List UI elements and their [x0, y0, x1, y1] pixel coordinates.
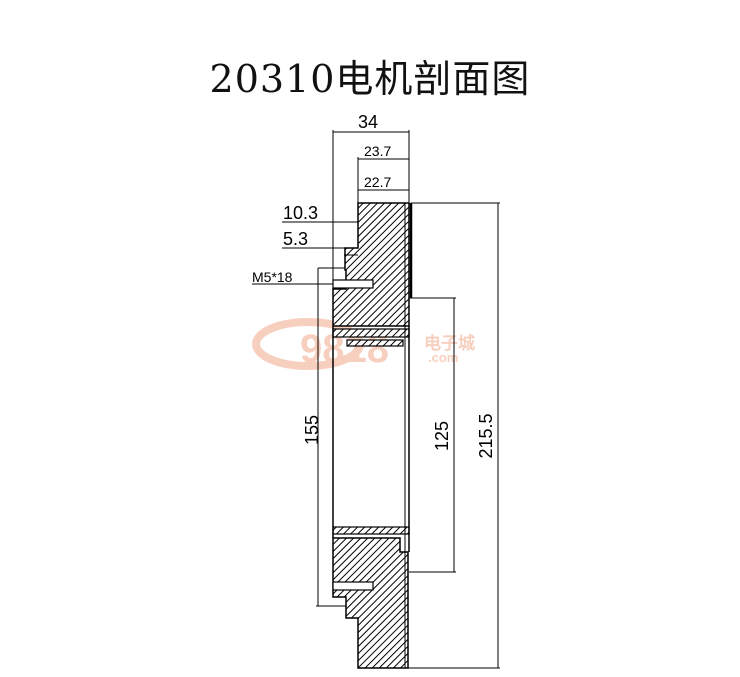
watermark-domain: .com	[428, 350, 458, 365]
lower-flange-block	[332, 537, 409, 669]
dim-height-125: 125	[432, 421, 452, 451]
dim-screw-m5: M5*18	[252, 269, 293, 285]
dim-step-5-3: 5.3	[283, 229, 308, 249]
dim-height-215-5: 215.5	[476, 413, 496, 458]
dim-155-lines	[316, 268, 346, 607]
dim-width-22-7: 22.7	[364, 174, 391, 190]
flange-section	[332, 202, 413, 669]
diagram-title: 20310电机剖面图	[209, 57, 531, 101]
upper-screw-slot	[332, 279, 374, 289]
watermark-cn: 电子城	[424, 333, 475, 353]
upper-rib	[332, 328, 410, 338]
top-dimensions	[332, 130, 410, 326]
dim-step-10-3: 10.3	[283, 203, 318, 223]
upper-flange-block	[332, 202, 410, 327]
dim-width-34: 34	[358, 112, 378, 132]
upper-rib-small	[346, 339, 404, 347]
dim-125-lines	[409, 297, 456, 573]
lower-screw-slot	[332, 581, 374, 591]
dim-height-155: 155	[302, 415, 322, 445]
lower-rib	[332, 526, 410, 535]
step-dimensions	[252, 221, 358, 285]
dim-width-23-7: 23.7	[364, 143, 391, 159]
dim-215-lines	[408, 202, 500, 669]
